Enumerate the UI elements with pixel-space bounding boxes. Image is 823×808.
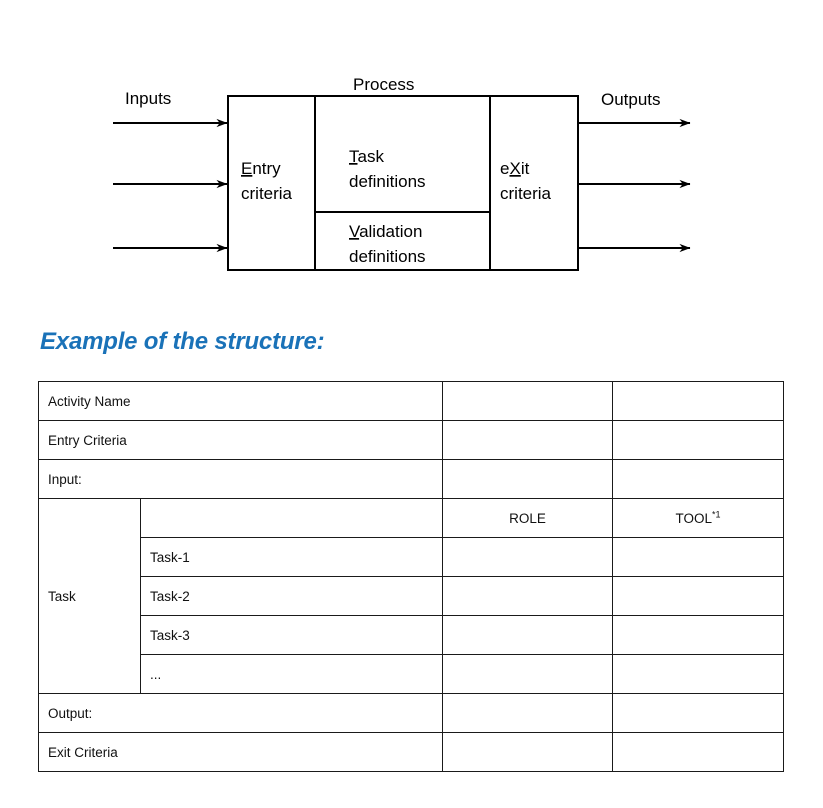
structure-table: Activity Name Entry Criteria Input: Task… xyxy=(38,381,784,772)
input-arrows xyxy=(113,118,228,253)
svg-text:Entry: Entry xyxy=(241,159,281,178)
table-row-task-header: Task ROLE TOOL*1 xyxy=(38,498,784,694)
table-row: Entry Criteria xyxy=(38,420,784,460)
row-label-task-2: Task-2 xyxy=(140,576,443,616)
svg-text:Validation: Validation xyxy=(349,222,422,241)
row-value-activity-name-role[interactable] xyxy=(442,381,613,421)
entry-mnemonic-letter: E xyxy=(241,159,252,178)
row-value-exit-criteria-role[interactable] xyxy=(442,732,613,772)
row-value-task-2-role[interactable] xyxy=(442,576,613,616)
process-diagram: Inputs Process Outputs Entry criteria Ta… xyxy=(0,0,823,300)
row-label-entry-criteria: Entry Criteria xyxy=(38,420,443,460)
row-value-activity-name-tool[interactable] xyxy=(612,381,784,421)
row-value-output-role[interactable] xyxy=(442,693,613,733)
row-value-entry-criteria-role[interactable] xyxy=(442,420,613,460)
row-value-task-1-tool[interactable] xyxy=(612,537,784,577)
task-subheader-blank xyxy=(140,498,443,538)
exit-mnemonic-letter: X xyxy=(509,159,520,178)
row-label-task-ellipsis: ... xyxy=(140,654,443,694)
entry-label-rest: ntry xyxy=(252,159,281,178)
row-label-output: Output: xyxy=(38,693,443,733)
process-outer-box xyxy=(227,95,579,271)
row-value-task-3-tool[interactable] xyxy=(612,615,784,655)
row-label-task: Task xyxy=(38,498,141,694)
row-value-output-tool[interactable] xyxy=(612,693,784,733)
entry-criteria-cell: Entry criteria xyxy=(241,159,293,203)
task-mnemonic-letter: T xyxy=(349,147,359,166)
row-value-task-3-role[interactable] xyxy=(442,615,613,655)
row-label-exit-criteria: Exit Criteria xyxy=(38,732,443,772)
validation-mnemonic-letter: V xyxy=(349,222,361,241)
row-label-task-3: Task-3 xyxy=(140,615,443,655)
row-value-input-role[interactable] xyxy=(442,459,613,499)
column-header-tool: TOOL*1 xyxy=(612,498,784,538)
validation-definitions-cell: Validation definitions xyxy=(349,222,426,266)
column-header-role: ROLE xyxy=(442,498,613,538)
inputs-label: Inputs xyxy=(125,89,171,108)
task-label-rest: ask xyxy=(358,147,385,166)
exit-criteria-cell: eXit criteria xyxy=(500,159,552,203)
svg-text:eXit: eXit xyxy=(500,159,530,178)
table-row: Activity Name xyxy=(38,381,784,421)
column-header-tool-text: TOOL xyxy=(675,510,712,526)
row-value-task-ellipsis-role[interactable] xyxy=(442,654,613,694)
column-header-tool-superscript: *1 xyxy=(712,509,721,519)
task-label-line2: definitions xyxy=(349,172,426,191)
table-row: Task-3 xyxy=(39,615,784,655)
process-title-label: Process xyxy=(353,75,414,94)
validation-label-rest: alidation xyxy=(359,222,422,241)
row-label-task-1: Task-1 xyxy=(140,537,443,577)
row-value-entry-criteria-tool[interactable] xyxy=(612,420,784,460)
row-value-task-1-role[interactable] xyxy=(442,537,613,577)
svg-text:Task: Task xyxy=(349,147,384,166)
structure-table-container: Activity Name Entry Criteria Input: Task… xyxy=(38,381,784,772)
table-row: ... xyxy=(39,654,784,694)
row-value-task-ellipsis-tool[interactable] xyxy=(612,654,784,694)
row-label-input: Input: xyxy=(38,459,443,499)
row-value-input-tool[interactable] xyxy=(612,459,784,499)
row-value-task-2-tool[interactable] xyxy=(612,576,784,616)
validation-label-line2: definitions xyxy=(349,247,426,266)
outputs-label: Outputs xyxy=(601,90,661,109)
row-value-exit-criteria-tool[interactable] xyxy=(612,732,784,772)
page-title: Example of the structure: xyxy=(40,328,325,355)
table-row: Task-2 xyxy=(39,576,784,616)
output-arrows xyxy=(578,118,691,253)
row-label-activity-name: Activity Name xyxy=(38,381,443,421)
table-row: Task-1 xyxy=(39,537,784,577)
exit-label-prefix: e xyxy=(500,159,509,178)
exit-label-line2: criteria xyxy=(500,184,552,203)
exit-label-rest: it xyxy=(521,159,530,178)
entry-label-line2: criteria xyxy=(241,184,293,203)
table-row: Output: xyxy=(38,693,784,733)
table-row: Exit Criteria xyxy=(38,732,784,772)
table-row: Input: xyxy=(38,459,784,499)
task-definitions-cell: Task definitions xyxy=(349,147,426,191)
